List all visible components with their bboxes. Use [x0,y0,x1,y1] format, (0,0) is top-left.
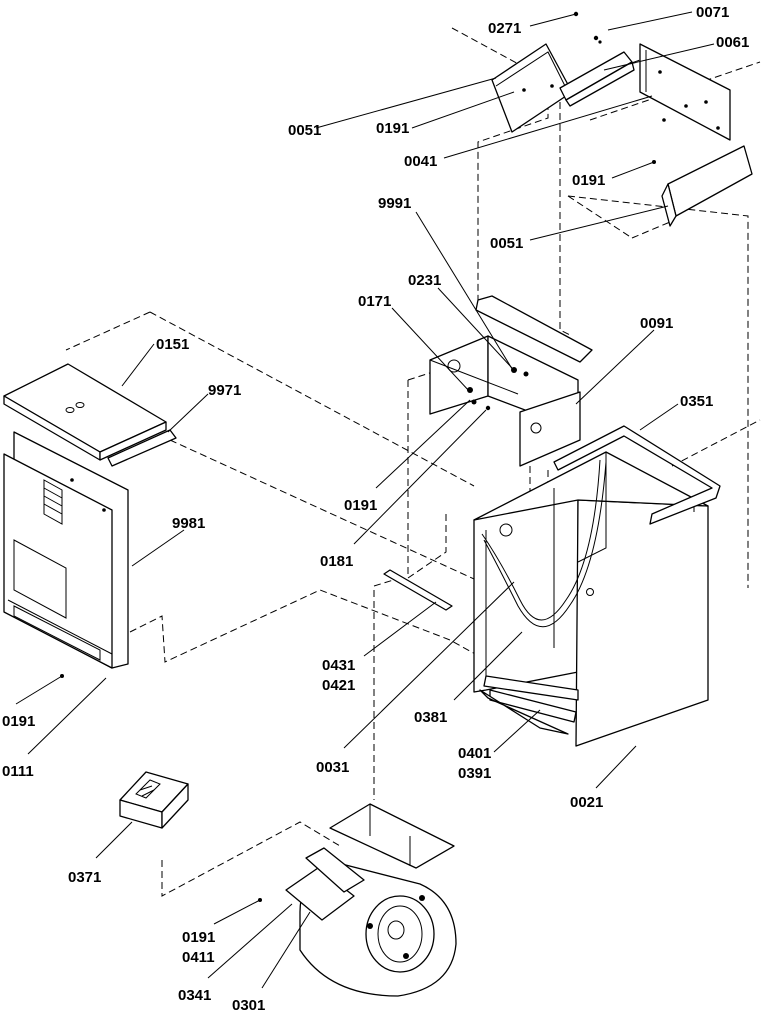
callout-0231: 0231 [408,272,441,289]
callout-0021: 0021 [570,794,603,811]
callout-0191-mid: 0191 [344,497,377,514]
callout-0051-right: 0051 [490,235,523,252]
callout-0371: 0371 [68,869,101,886]
callout-0411: 0411 [182,949,215,966]
frame-rail-0351 [553,425,721,525]
callout-0401: 0401 [458,745,491,762]
callout-0031: 0031 [316,759,349,776]
callout-labels: 0071 0271 0061 0051 0191 0041 0191 0051 … [2,4,749,1014]
callout-0041: 0041 [404,153,437,170]
panel-0051-right [661,145,753,227]
callout-0381: 0381 [414,709,447,726]
callout-0151: 0151 [156,336,189,353]
callout-0091: 0091 [640,315,673,332]
callout-9981: 9981 [172,515,205,532]
callout-0191-left: 0191 [2,713,35,730]
bracket-0041 [559,51,635,107]
callout-0051-upper: 0051 [288,122,321,139]
door-panel-0111 [3,431,129,678]
callout-0111: 0111 [2,763,34,780]
callout-0191-right: 0191 [572,172,605,189]
callout-0421: 0421 [322,677,355,694]
callout-0271: 0271 [488,20,521,37]
leader-lines [15,11,715,989]
callout-0351: 0351 [680,393,713,410]
callout-9971: 9971 [208,382,241,399]
panel-0061 [639,43,731,141]
callout-0341: 0341 [178,987,211,1004]
callout-9991: 9991 [378,195,411,212]
top-cover-0151 [3,363,167,461]
callout-0171: 0171 [358,293,391,310]
callout-0181: 0181 [320,553,353,570]
callout-0391: 0391 [458,765,491,782]
strip-9971 [107,429,177,467]
control-box-0091 [429,335,581,467]
callout-0071: 0071 [696,4,729,21]
callout-0191-upper: 0191 [376,120,409,137]
callout-0061: 0061 [716,34,749,51]
callout-0191-blower: 0191 [182,929,215,946]
bracket-0431 [383,569,453,611]
blower-0301 [258,803,457,997]
callout-0301: 0301 [232,997,265,1014]
callout-0431: 0431 [322,657,355,674]
cabinet-0021 [473,451,709,747]
junction-box-0371 [119,771,189,829]
strip-9991 [475,295,593,363]
